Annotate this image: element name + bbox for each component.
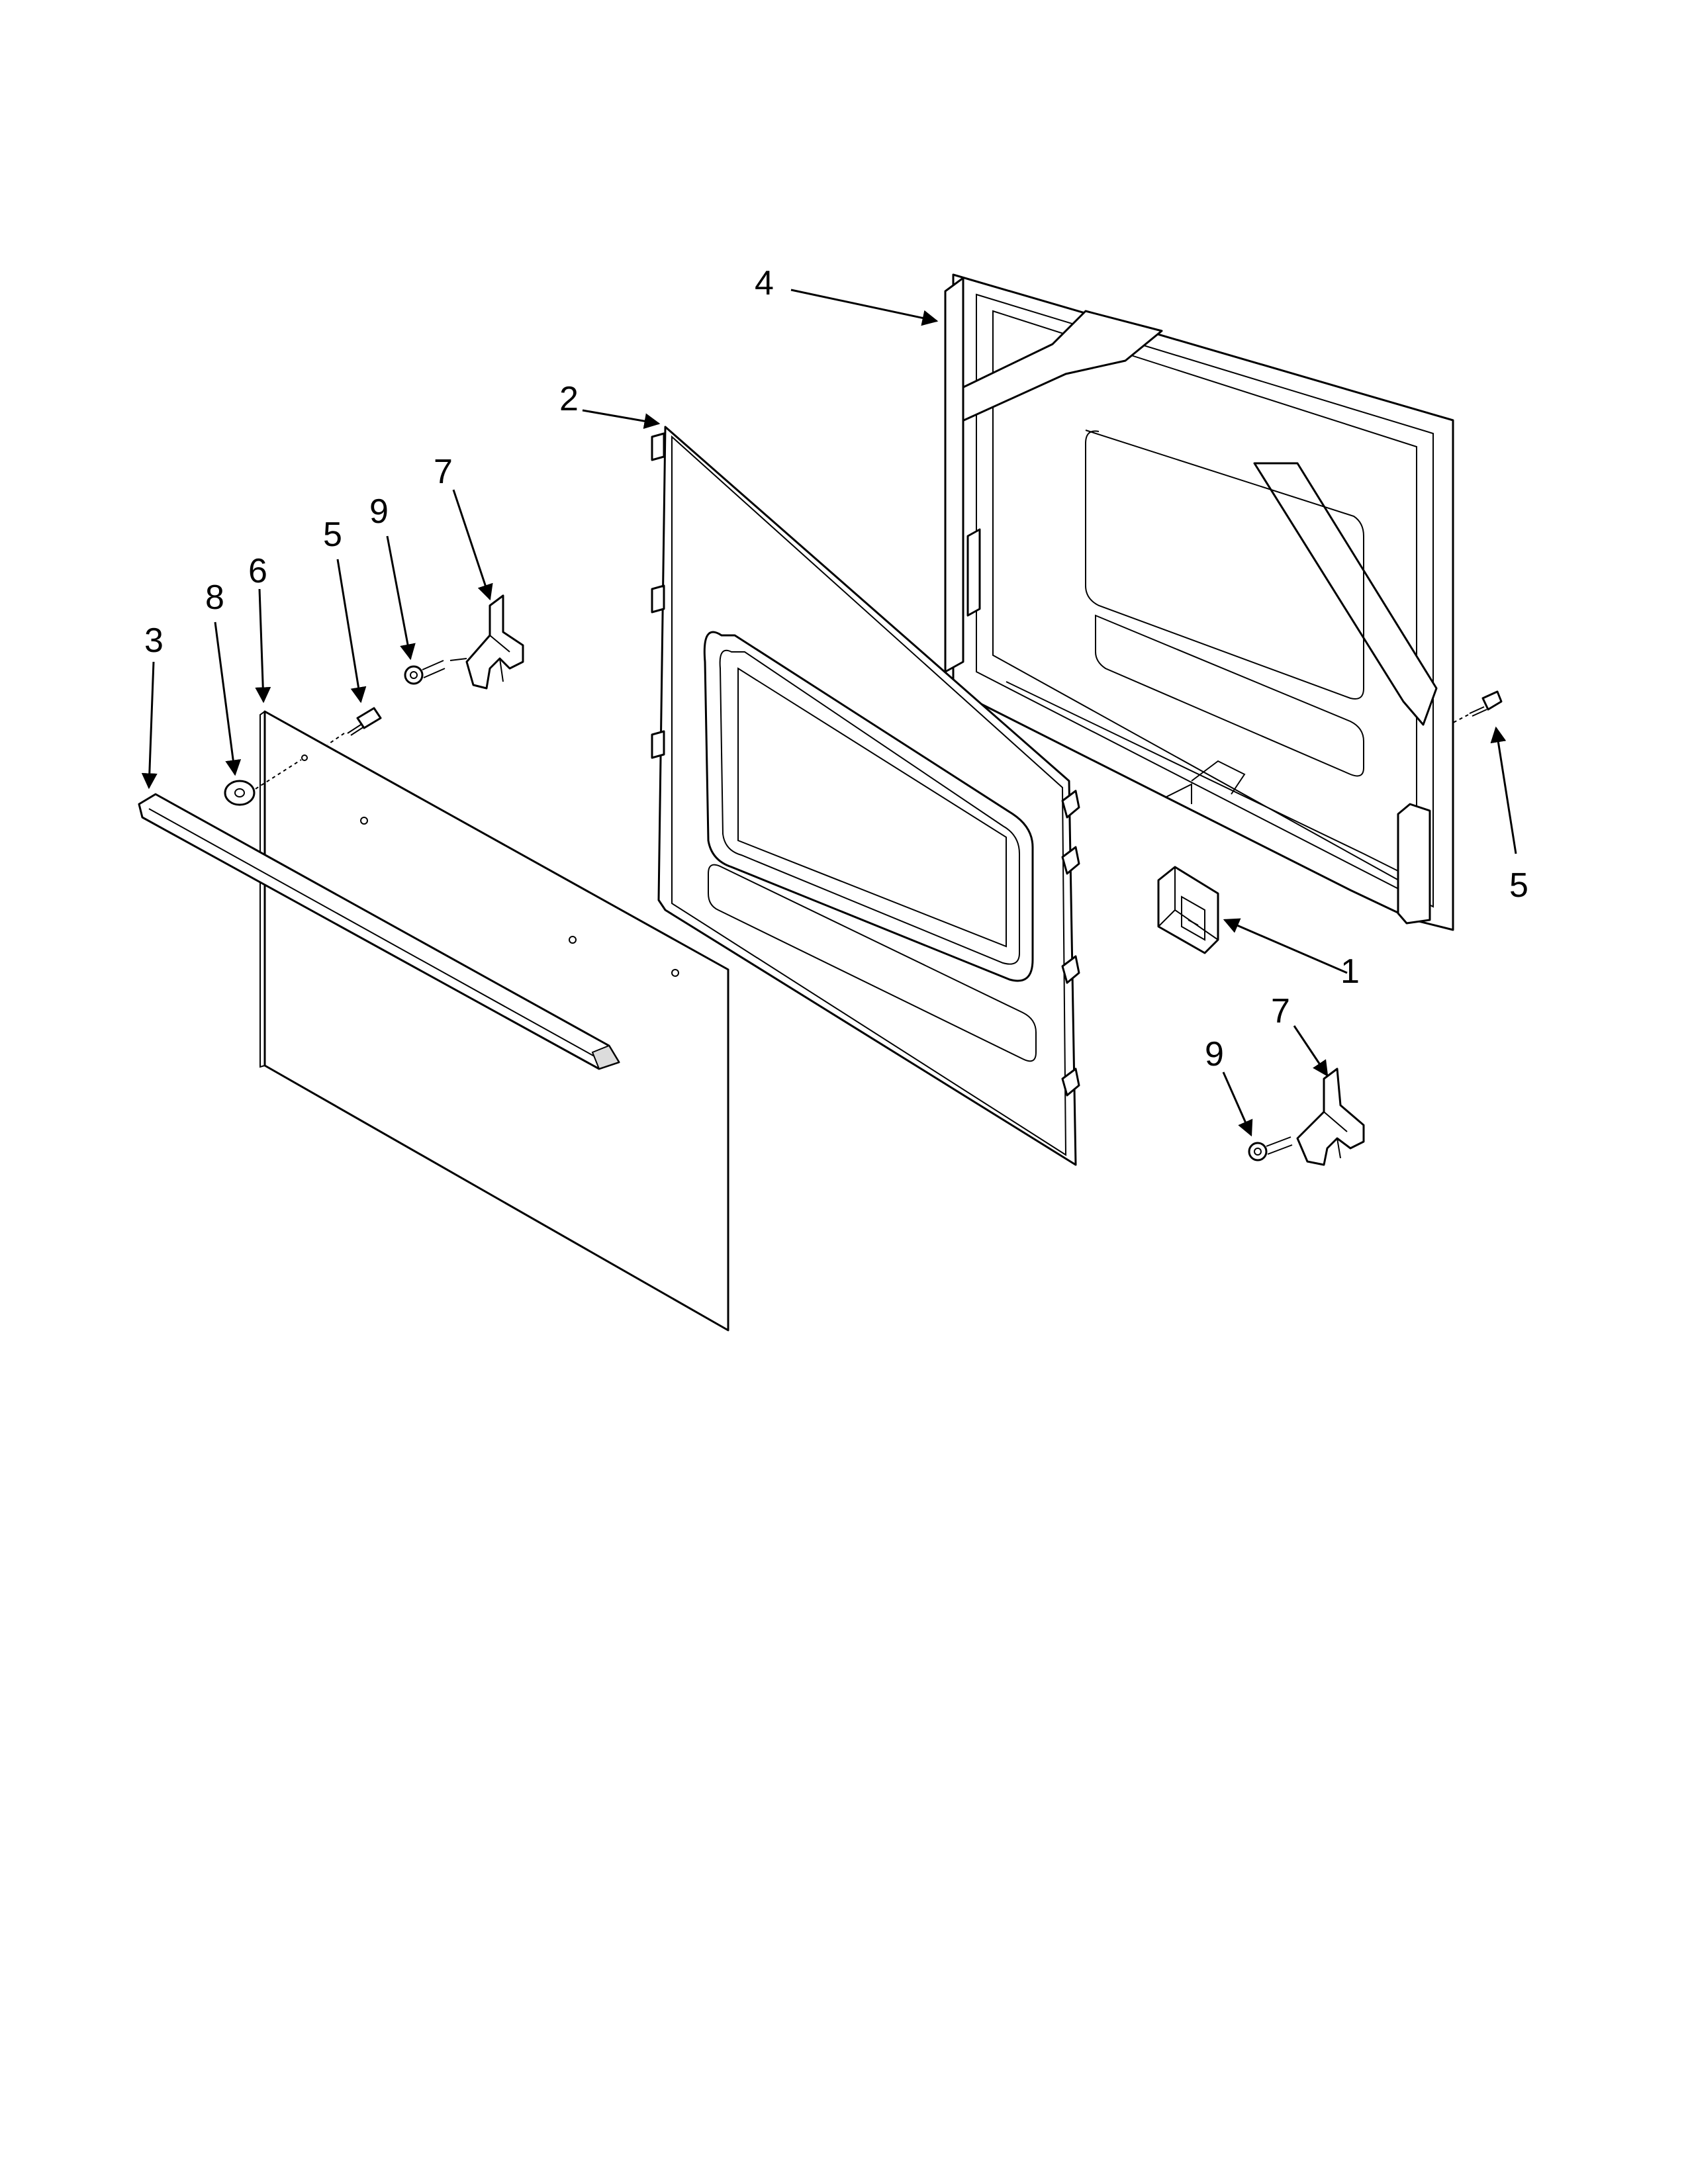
- part-8-spacer: [224, 759, 302, 806]
- part-7-hinge-left: [449, 594, 524, 690]
- callout-3: 3: [144, 621, 164, 660]
- callout-2: 2: [559, 380, 579, 418]
- callout-6: 6: [248, 552, 267, 590]
- leader-5b: [1490, 726, 1517, 854]
- callout-9b: 9: [1205, 1035, 1224, 1073]
- leader-6: [255, 588, 271, 704]
- callout-7b: 7: [1271, 992, 1290, 1030]
- callout-labels: 1 2 3 4 5 5 6 7 7 8 9 9: [144, 264, 1528, 1073]
- callout-1: 1: [1340, 952, 1360, 991]
- part-9-screw-right: [1248, 1136, 1293, 1161]
- part-5-screw-left: [327, 707, 382, 745]
- callout-8: 8: [205, 578, 224, 617]
- leader-5a: [336, 559, 367, 704]
- part-4-inner-door-frame: [944, 273, 1454, 931]
- part-5-screw-right: [1452, 690, 1503, 723]
- leader-lines: [141, 289, 1517, 1137]
- leader-9b: [1222, 1071, 1253, 1137]
- callout-9a: 9: [369, 492, 389, 531]
- leader-7b: [1293, 1025, 1329, 1077]
- callout-5a: 5: [323, 516, 342, 554]
- leader-2: [582, 409, 661, 430]
- callout-7a: 7: [434, 453, 453, 491]
- part-7-hinge-right: [1296, 1068, 1365, 1166]
- part-6-outer-door-panel: [259, 710, 729, 1332]
- part-1-latch-bracket: [1157, 866, 1219, 954]
- leader-3: [141, 661, 158, 790]
- part-3-door-handle: [138, 793, 620, 1070]
- leader-1: [1223, 918, 1348, 974]
- leader-4: [790, 289, 939, 326]
- leader-7a: [452, 489, 493, 601]
- part-2-door-liner: [651, 426, 1080, 1166]
- part-9-screw-left: [404, 660, 445, 685]
- leader-8: [214, 621, 242, 776]
- callout-4: 4: [755, 264, 774, 302]
- callout-5b: 5: [1509, 866, 1528, 905]
- leader-9a: [386, 535, 416, 660]
